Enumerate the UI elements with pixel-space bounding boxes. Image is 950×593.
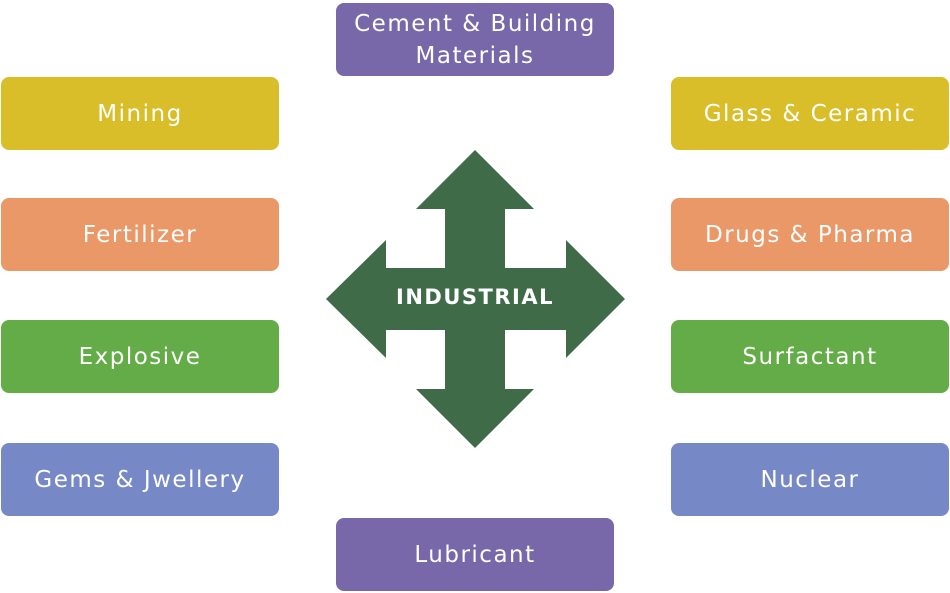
center-label: INDUSTRIAL	[396, 285, 554, 309]
four-way-arrow-shape	[326, 150, 625, 448]
box-surfactant: Surfactant	[671, 320, 949, 393]
box-nuclear: Nuclear	[671, 443, 949, 516]
box-label: Glass & Ceramic	[703, 100, 917, 127]
box-label-line-1: Cement & Building	[354, 10, 596, 37]
box-label: Fertilizer	[82, 221, 198, 248]
box-label: Nuclear	[760, 466, 860, 493]
box-fertilizer: Fertilizer	[1, 198, 279, 271]
box-lubricant: Lubricant	[336, 518, 614, 591]
box-drugs-pharma: Drugs & Pharma	[671, 198, 949, 271]
box-cement-building-materials: Cement & Building Materials	[336, 3, 614, 76]
box-label-line-2: Materials	[415, 42, 535, 69]
box-mining: Mining	[1, 77, 279, 150]
box-label: Lubricant	[414, 541, 536, 568]
box-label: Gems & Jwellery	[34, 466, 246, 493]
box-label: Mining	[97, 100, 183, 127]
box-gems-jwellery: Gems & Jwellery	[1, 443, 279, 516]
box-label: Surfactant	[742, 343, 878, 370]
box-glass-ceramic: Glass & Ceramic	[671, 77, 949, 150]
box-label: Explosive	[78, 343, 202, 370]
box-explosive: Explosive	[1, 320, 279, 393]
box-label: Drugs & Pharma	[705, 221, 915, 248]
